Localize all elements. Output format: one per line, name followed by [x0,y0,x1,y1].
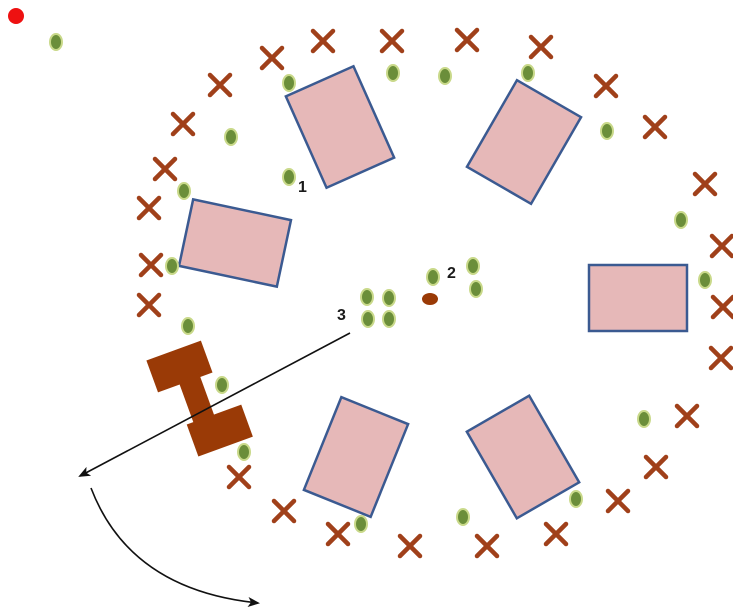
cross-mark-icon [136,195,162,221]
tree-icon [637,410,651,428]
cross-mark-icon [226,464,252,490]
cross-mark-icon [642,114,668,140]
building-icon [177,197,293,289]
straight-arrow [78,332,351,477]
arrows-layer [78,332,351,607]
building-icon [465,78,583,206]
cross-mark-icon [259,45,285,71]
tree-icon [386,64,400,82]
tree-icon [382,289,396,307]
building-icon [465,393,581,521]
cross-mark-icon [152,156,178,182]
tree-icon [569,490,583,508]
machine-vehicle-icon [146,340,253,457]
tree-icon [49,33,63,51]
tree-icon [237,443,251,461]
tree-icon [456,508,470,526]
cross-mark-icon [207,72,233,98]
tree-icon [181,317,195,335]
building-icon [587,263,689,333]
cross-mark-icon [454,27,480,53]
cross-mark-icon [397,533,423,559]
building-icon [284,64,396,190]
tree-icon [426,268,440,286]
cross-mark-icon [643,454,669,480]
cross-mark-icon [136,292,162,318]
trees-layer [49,33,712,533]
cross-mark-icon [593,73,619,99]
cross-mark-icon [605,488,631,514]
tree-icon [382,310,396,328]
tree-icon [354,515,368,533]
cross-mark-icon [528,34,554,60]
cross-mark-icon [379,28,405,54]
cross-mark-icon [692,171,718,197]
cross-mark-icon [710,294,733,320]
tree-icon [165,257,179,275]
tree-icon [521,64,535,82]
crosses-layer [136,27,733,559]
tree-icon [438,67,452,85]
cross-mark-icon [310,28,336,54]
cross-mark-icon [271,498,297,524]
cross-mark-icon [170,111,196,137]
tree-icon [698,271,712,289]
tree-icon [674,211,688,229]
label-2: 2 [447,265,456,282]
cross-mark-icon [325,521,351,547]
cross-mark-icon [709,233,733,259]
tree-icon [282,168,296,186]
tree-icon [466,257,480,275]
curved-arrow [90,487,260,607]
tree-icon [360,288,374,306]
brown-oval-marker-icon [422,293,438,305]
tree-icon [282,74,296,92]
tree-icon [215,376,229,394]
buildings-layer [177,64,689,521]
building-icon [302,395,410,519]
label-3: 3 [337,307,346,324]
cross-mark-icon [474,533,500,559]
tree-icon [469,280,483,298]
cross-mark-icon [543,521,569,547]
machine-layer [146,340,253,457]
tree-icon [600,122,614,140]
tree-icon [361,310,375,328]
cross-mark-icon [708,345,733,371]
cross-mark-icon [674,403,700,429]
label-1: 1 [298,179,307,196]
red-dot-icon [8,8,24,24]
cross-mark-icon [138,252,164,278]
tree-icon [224,128,238,146]
tree-icon [177,182,191,200]
